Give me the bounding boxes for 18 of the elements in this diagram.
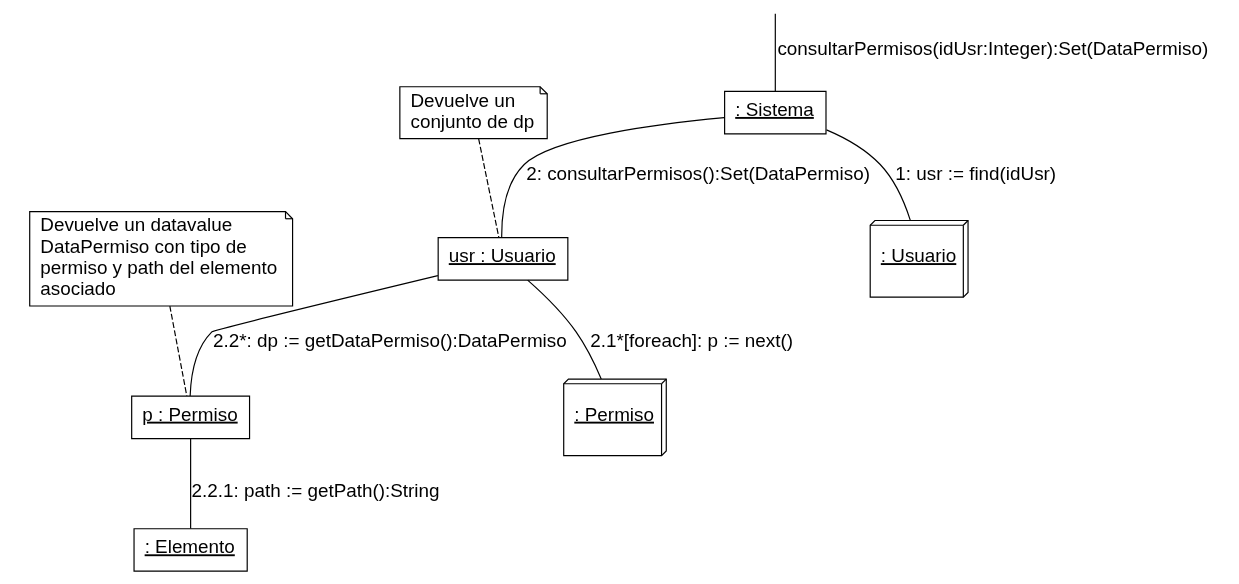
- edge-label: consultarPermisos(idUsr:Integer):Set(DataPermiso): [776, 37, 1208, 59]
- node-box: usr : Usuario: [437, 237, 568, 281]
- node-box: p : Permiso: [130, 395, 250, 440]
- edge-label: 2.2.1: path := getPath():String: [191, 479, 440, 501]
- connector: [526, 279, 602, 380]
- connector: [189, 275, 438, 397]
- connector: [500, 117, 725, 239]
- connector: [774, 13, 776, 92]
- connector: [825, 129, 911, 221]
- edge-label: 2.1*[foreach]: p := next(): [589, 330, 793, 351]
- connector: [477, 138, 499, 239]
- node-box: : Sistema: [723, 90, 827, 135]
- edge-label: 2: consultarPermisos():Set(DataPermiso): [525, 162, 870, 184]
- edge-label: 1: usr := find(idUsr): [894, 162, 1056, 184]
- connector: [189, 438, 191, 530]
- edge-label: 2.2*: dp := getDataPermiso():DataPermiso: [212, 330, 567, 351]
- node-box: : Elemento: [132, 528, 248, 572]
- connector: [168, 305, 187, 397]
